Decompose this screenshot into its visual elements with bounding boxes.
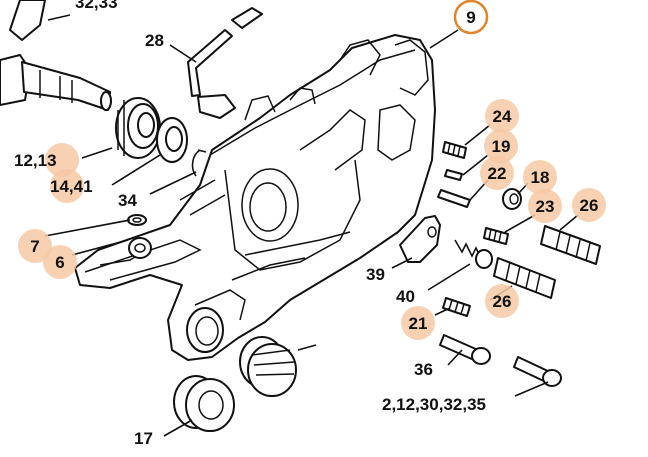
oil-hose-part	[187, 7, 263, 119]
bearing-part	[115, 97, 161, 159]
pin-22-part	[437, 189, 471, 208]
callout-labels: 32,33 9 28 24 19 12,13 14,41 22 18 34 23…	[14, 0, 598, 448]
crankshaft	[0, 0, 112, 111]
label-17: 17	[134, 429, 153, 448]
label-7: 7	[30, 237, 39, 256]
screw-36-part	[439, 334, 491, 365]
cap-upper-part	[239, 336, 297, 397]
washer-part	[127, 214, 147, 226]
screw-23-part	[483, 227, 509, 245]
spring-part	[454, 239, 493, 269]
washer-inner	[132, 217, 142, 223]
cap-lower-part	[173, 375, 235, 432]
label-28: 28	[145, 31, 164, 50]
crankcase-housing	[74, 34, 436, 361]
label-21: 21	[409, 314, 428, 333]
label-6: 6	[55, 253, 64, 272]
leader-lines	[44, 14, 579, 437]
clip-hole	[427, 226, 437, 238]
pin-19-part	[444, 169, 463, 181]
screw-24-part	[442, 141, 467, 159]
circlip-part	[191, 149, 207, 177]
screw-set-part	[513, 356, 562, 387]
label-24: 24	[493, 107, 512, 126]
label-34: 34	[118, 191, 137, 210]
screw-26b-part	[493, 257, 556, 299]
label-39: 39	[366, 265, 385, 284]
label-26-upper: 26	[580, 196, 599, 215]
oil-seal-part	[156, 117, 188, 163]
bushing-part	[128, 237, 152, 259]
screw-21-part	[442, 297, 471, 317]
label-26-lower: 26	[493, 292, 512, 311]
label-40: 40	[396, 287, 415, 306]
plug-18-part	[502, 188, 522, 210]
label-18: 18	[531, 168, 550, 187]
screw-26a-part	[540, 225, 601, 265]
label-22: 22	[488, 164, 507, 183]
label-14-41: 14,41	[50, 177, 93, 196]
label-32-33: 32,33	[75, 0, 118, 12]
label-2-12-30-32-35: 2,12,30,32,35	[382, 395, 486, 414]
label-23: 23	[536, 197, 555, 216]
label-19: 19	[492, 137, 511, 156]
label-12-13: 12,13	[14, 151, 57, 170]
label-9: 9	[466, 8, 475, 27]
highlight-markers	[18, 0, 606, 340]
label-36: 36	[414, 360, 433, 379]
